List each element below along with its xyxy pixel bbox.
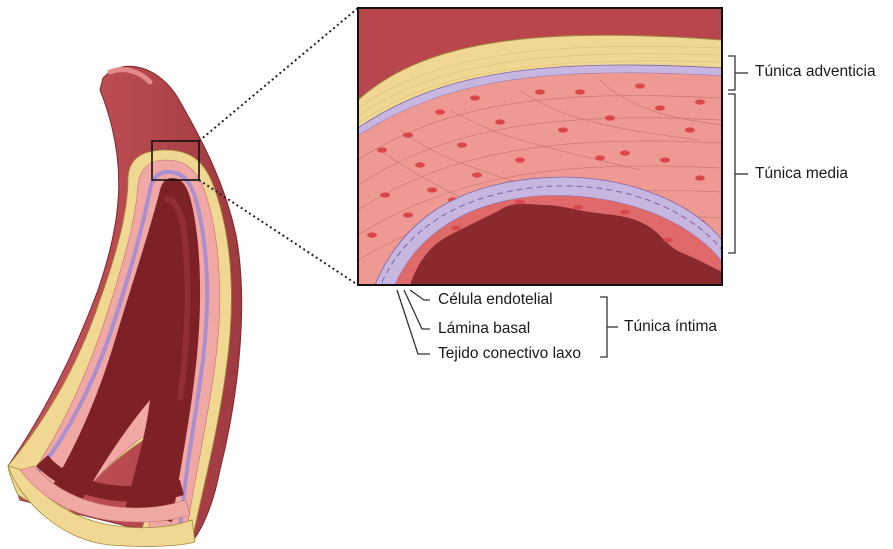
label-tunica-adventicia: Túnica adventicia	[755, 63, 876, 81]
label-tejido-conectivo-laxo: Tejido conectivo laxo	[438, 345, 581, 363]
label-tunica-intima: Túnica íntima	[624, 318, 717, 336]
label-celula-endotelial: Célula endotelial	[438, 291, 553, 309]
label-lamina-basal: Lámina basal	[438, 320, 530, 338]
zoom-inset	[358, 8, 722, 285]
vessel-illustration	[8, 66, 242, 546]
label-tunica-media: Túnica media	[755, 165, 848, 183]
zoom-connector-top	[199, 8, 358, 141]
